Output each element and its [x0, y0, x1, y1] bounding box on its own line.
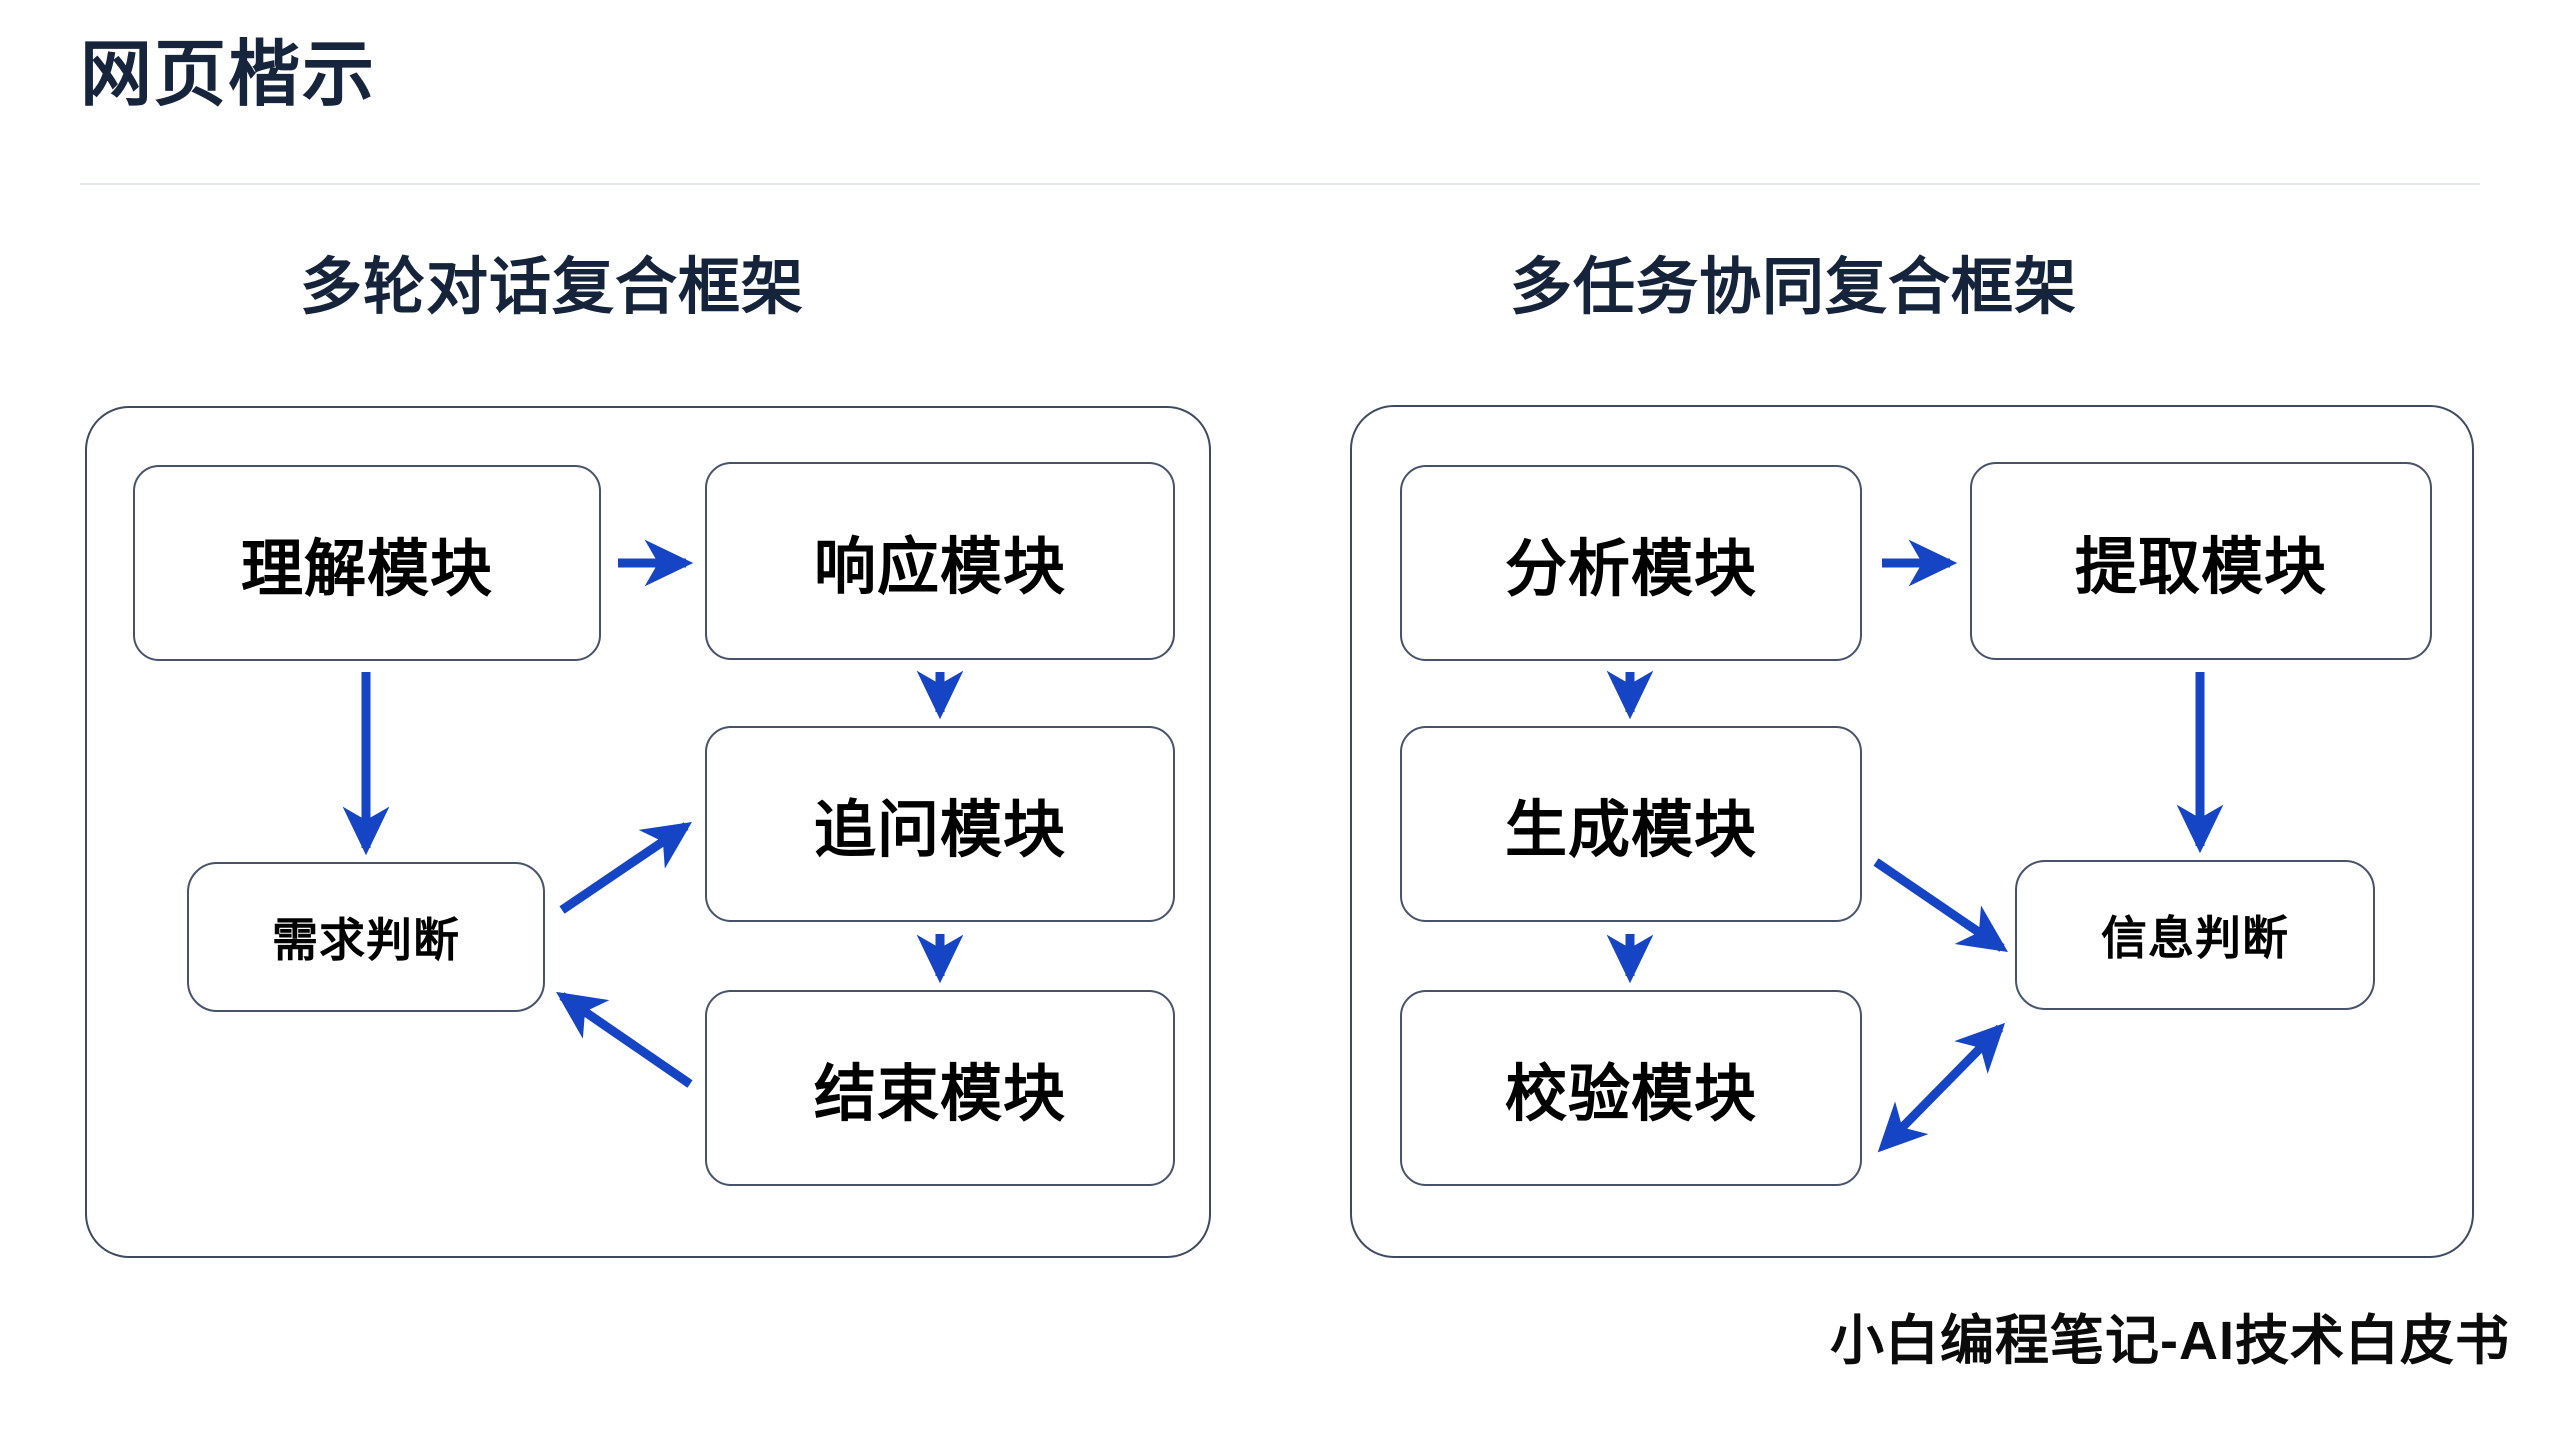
section-heading-left: 多轮对话复合框架: [300, 253, 805, 322]
footer-watermark: 小白编程笔记-AI技术白皮书: [1830, 1311, 2510, 1371]
node-followup-module[interactable]: 追问模块: [705, 726, 1175, 922]
node-demand-judgement[interactable]: 需求判断: [187, 862, 545, 1012]
title-divider: [80, 183, 2480, 185]
node-analyze-module[interactable]: 分析模块: [1400, 465, 1862, 661]
node-end-module[interactable]: 结束模块: [705, 990, 1175, 1186]
node-verify-module[interactable]: 校验模块: [1400, 990, 1862, 1186]
node-extract-module[interactable]: 提取模块: [1970, 462, 2432, 660]
node-respond-module[interactable]: 响应模块: [705, 462, 1175, 660]
node-info-judgement[interactable]: 信息判断: [2015, 860, 2375, 1010]
section-heading-right: 多任务协同复合框架: [1510, 253, 2078, 322]
node-generate-module[interactable]: 生成模块: [1400, 726, 1862, 922]
node-understand-module[interactable]: 理解模块: [133, 465, 601, 661]
page-title: 网页楷示: [80, 35, 377, 115]
